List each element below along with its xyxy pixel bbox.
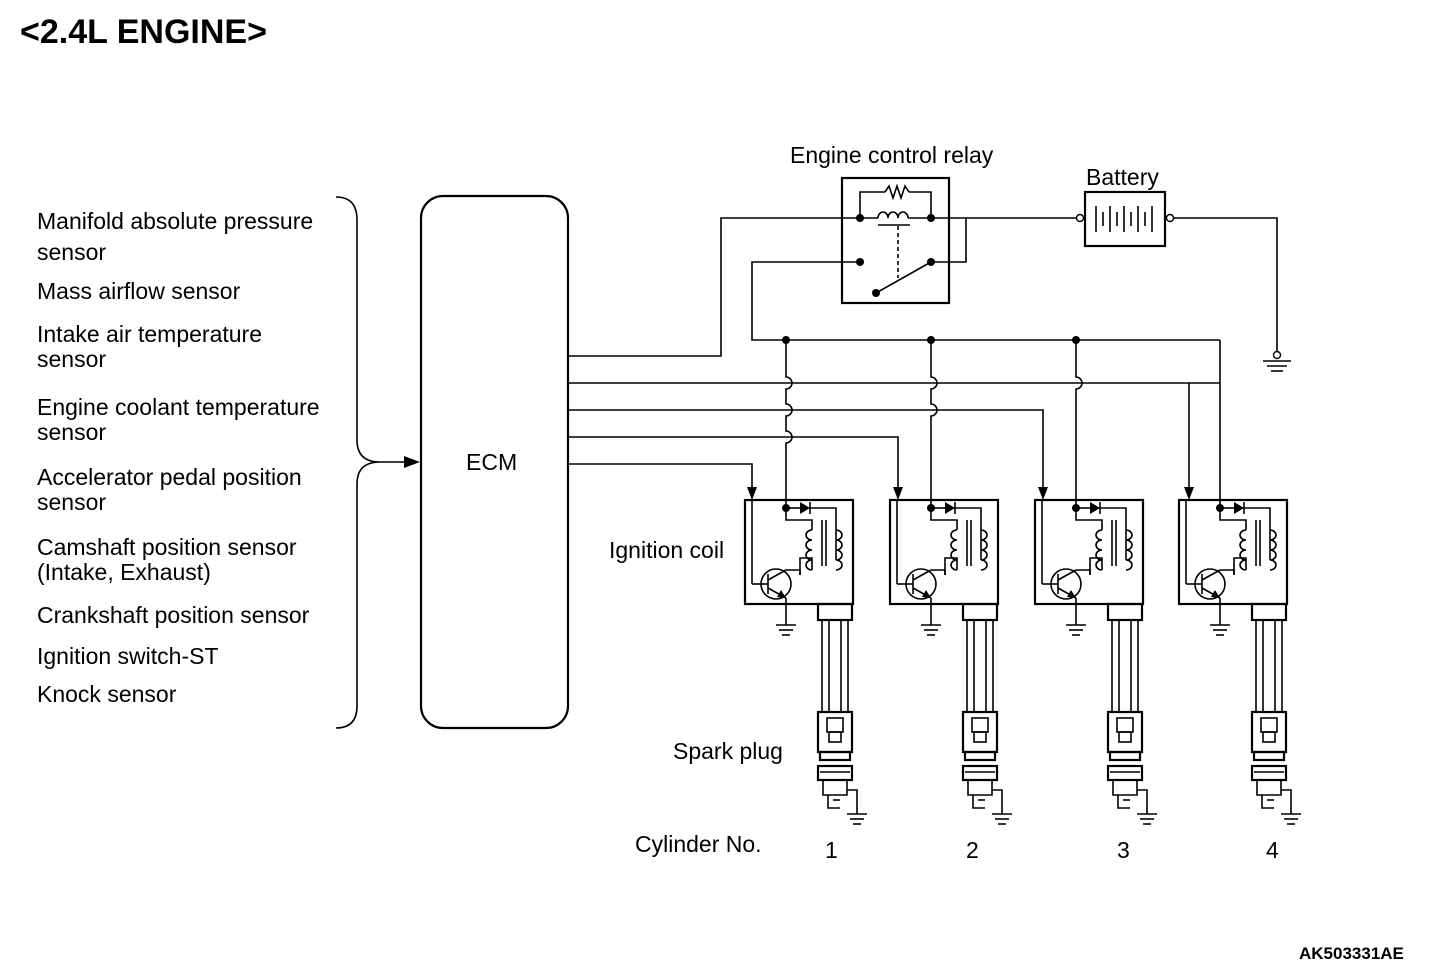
cylinder-number: 4: [1266, 837, 1279, 863]
spark-plug-3: [1106, 602, 1157, 825]
spark-plug-4: [1250, 602, 1301, 825]
relay-internals: [856, 183, 935, 297]
battery-terminal-neg: [1075, 213, 1085, 223]
battery-label: Battery: [1086, 164, 1159, 190]
sensor-label: (Intake, Exhaust): [37, 559, 211, 585]
ecm-arrowheads: [747, 487, 1194, 500]
sensor-label: Mass airflow sensor: [37, 278, 241, 304]
brace-arrow-head: [404, 456, 420, 468]
battery-terminal-pos: [1165, 213, 1175, 223]
sensor-label: Engine coolant temperature: [37, 394, 320, 420]
sensor-brace: [335, 196, 381, 729]
spark-plug-2: [961, 602, 1012, 825]
ignition-coil-label: Ignition coil: [609, 537, 725, 563]
sensor-label: sensor: [37, 489, 107, 515]
sensor-label: Knock sensor: [37, 681, 177, 707]
cylinder-label: Cylinder No.: [635, 831, 762, 857]
ignition-coil-4: [1177, 498, 1289, 636]
ignition-coil-3: [1033, 498, 1145, 636]
sensor-label: Intake air temperature: [37, 321, 263, 347]
battery-ground-icon: [1263, 350, 1291, 372]
supply-wiring: [569, 217, 1278, 357]
ignition-coil-1: [743, 498, 855, 636]
diagram-title: <2.4L ENGINE>: [20, 13, 267, 51]
sensor-label: sensor: [37, 346, 107, 372]
ecm-box: [419, 194, 570, 730]
sensor-label: sensor: [37, 239, 107, 265]
coil-supply-drops: [785, 340, 1221, 508]
cylinder-number: 3: [1117, 837, 1130, 863]
battery-cells: [1095, 206, 1153, 232]
sensor-label: Camshaft position sensor: [37, 534, 297, 560]
ignition-coil-2: [888, 498, 1000, 636]
relay-box: [840, 176, 951, 305]
ecm-trigger-wiring: [569, 382, 1220, 490]
relay-label: Engine control relay: [790, 142, 994, 168]
spark-plug-1: [816, 602, 867, 825]
sensor-label: Crankshaft position sensor: [37, 602, 310, 628]
cylinder-number: 2: [966, 837, 979, 863]
sensor-label: Accelerator pedal position: [37, 464, 302, 490]
ecm-label: ECM: [466, 449, 518, 475]
spark-plug-label: Spark plug: [673, 738, 783, 764]
sensor-label: Manifold absolute pressure: [37, 208, 314, 234]
sensor-label: sensor: [37, 419, 107, 445]
figure-code: AK503331AE: [1299, 944, 1404, 963]
battery-box: [1083, 190, 1167, 248]
cylinder-number: 1: [825, 837, 838, 863]
sensor-label: Ignition switch-ST: [37, 643, 219, 669]
